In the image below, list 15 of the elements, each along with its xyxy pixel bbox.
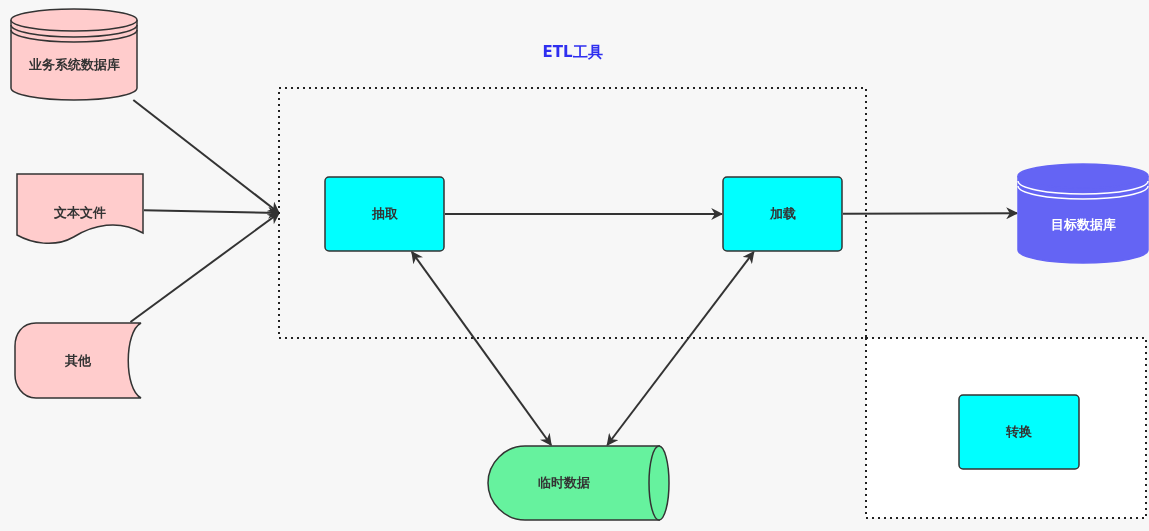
- arrow: [606, 251, 755, 446]
- node-label: 临时数据: [537, 474, 590, 492]
- arrow: [132, 99, 280, 214]
- node-label: 转换: [1006, 423, 1032, 441]
- node-label: 目标数据库: [1050, 216, 1116, 234]
- node-label: 抽取: [371, 205, 398, 223]
- arrow: [129, 212, 280, 323]
- arrow: [842, 207, 1019, 220]
- arrow: [444, 208, 724, 220]
- arrow: [410, 251, 553, 446]
- node-label: 加载: [769, 205, 796, 223]
- node-label: 其他: [65, 351, 91, 370]
- node-label: 文本文件: [54, 203, 106, 222]
- node-label: 业务系统数据库: [28, 56, 120, 75]
- group-title: ETL工具: [542, 42, 603, 62]
